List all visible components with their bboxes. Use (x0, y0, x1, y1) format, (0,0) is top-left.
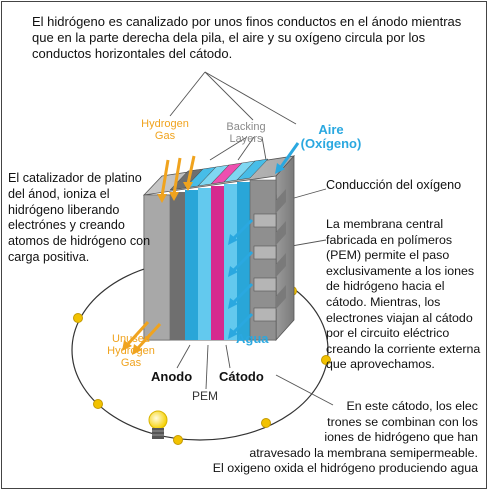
water-outlet-arrows (228, 218, 254, 339)
membrane-description: La membrana central fabricada en polímer… (326, 217, 481, 372)
cathode-line: iones de hidrógeno que han (324, 430, 478, 445)
electron-dot-icon (321, 355, 331, 365)
cathode-channels (253, 213, 277, 322)
backing-layers-label: Backing Layers (226, 121, 266, 145)
cathode-line: En este cátodo, los elec (346, 399, 478, 413)
pem-label: PEM (192, 389, 219, 403)
light-bulb-icon (148, 410, 168, 439)
cathode-label: Cátodo (219, 369, 264, 384)
electron-dot-icon (73, 313, 83, 323)
water-label: Agua (236, 331, 269, 346)
electron-dot-icon (93, 399, 103, 409)
unused-hydrogen-label: Unused Hydrogen Gas (107, 333, 155, 369)
cathode-line: El oxigeno oxida el hidrógeno produciend… (212, 461, 478, 476)
anode-plate (143, 194, 171, 341)
pem-membrane (211, 186, 224, 340)
anode-electrode (185, 190, 198, 340)
cathode-line: trones se combinan con los (327, 414, 478, 429)
layer-tops (169, 158, 269, 191)
catalyst-description: El catalizador de platino del ánod, ioni… (8, 171, 151, 264)
anode-label: Anodo (151, 369, 193, 384)
backing-layer-anode (170, 192, 185, 340)
electron-dot-icon (173, 435, 183, 445)
cell-side-face (275, 154, 295, 342)
unused-hydrogen-arrows (122, 320, 162, 355)
cathode-description: En este cátodo, los elec trones se combi… (186, 399, 478, 477)
oxygen-conduction-label: Conducción del oxígeno (326, 178, 462, 192)
hydrogen-inlet-arrows (157, 155, 196, 203)
hydrogen-gas-label: Hydrogen Gas (141, 118, 189, 142)
cathode-line: atravesado la membrana semipermeable. (249, 445, 478, 460)
side-notches (276, 189, 286, 309)
anode-catalyst (198, 188, 211, 340)
electron-dot-icon (261, 418, 271, 428)
air-inlet-arrows (275, 142, 300, 174)
air-oxygen-label: Aire (Oxígeno) (300, 122, 362, 151)
top-description: El hidrógeno es canalizado por unos fino… (32, 14, 462, 61)
cathode-catalyst (224, 184, 237, 340)
